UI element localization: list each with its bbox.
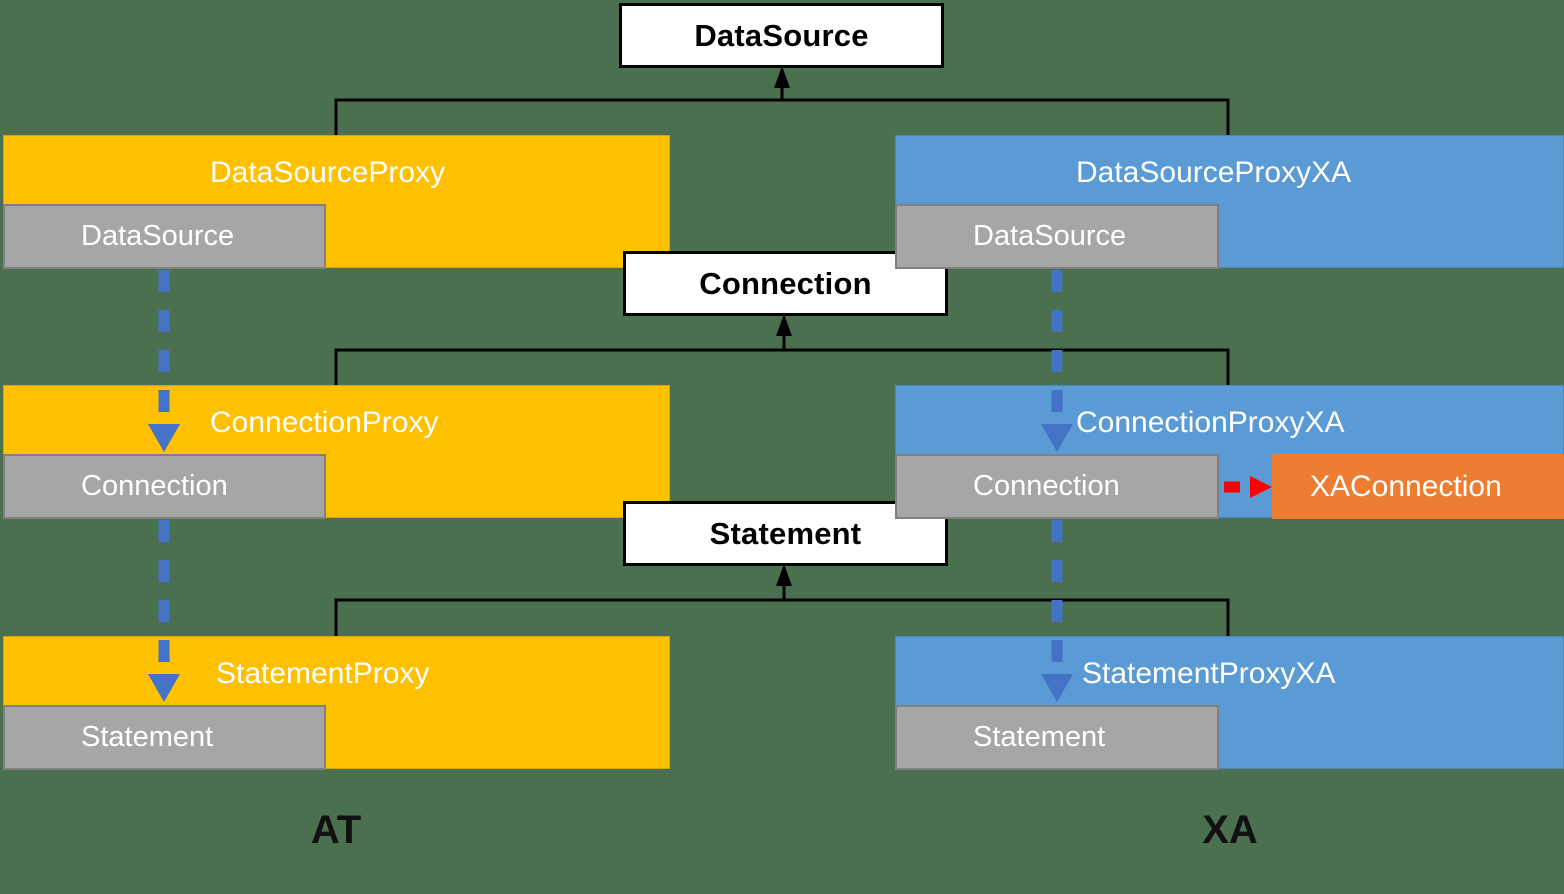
- delegate-datasource-at[interactable]: DataSource: [3, 204, 326, 269]
- delegate-connection-xa[interactable]: Connection: [895, 454, 1219, 519]
- arrowhead-connection: [776, 314, 792, 336]
- interface-connection[interactable]: Connection: [623, 251, 948, 316]
- box-title: StatementProxyXA: [1082, 657, 1336, 690]
- box-title: StatementProxy: [216, 657, 430, 690]
- inherit-bar-connection: [334, 348, 1230, 386]
- box-datasource-proxy-xa[interactable]: DataSourceProxyXA: [895, 135, 1564, 268]
- box-title: ConnectionProxy: [210, 406, 439, 439]
- interface-datasource[interactable]: DataSource: [619, 3, 944, 68]
- arrowhead-statement: [776, 564, 792, 586]
- inherit-bar-datasource: [334, 98, 1230, 136]
- delegate-statement-at[interactable]: Statement: [3, 705, 326, 770]
- box-title: DataSourceProxy: [210, 156, 446, 189]
- group-label-at: AT: [310, 808, 362, 852]
- box-title: ConnectionProxyXA: [1076, 406, 1345, 439]
- group-label-xa: XA: [1202, 808, 1258, 852]
- inherit-bar-statement: [334, 598, 1230, 637]
- box-connection-proxy[interactable]: ConnectionProxy: [3, 385, 670, 518]
- box-title: DataSourceProxyXA: [1076, 156, 1352, 189]
- box-xa-connection[interactable]: XAConnection: [1272, 454, 1564, 519]
- delegate-statement-xa[interactable]: Statement: [895, 705, 1219, 770]
- delegate-connection-at[interactable]: Connection: [3, 454, 326, 519]
- delegate-datasource-xa[interactable]: DataSource: [895, 204, 1219, 269]
- arrowhead-datasource: [774, 66, 790, 88]
